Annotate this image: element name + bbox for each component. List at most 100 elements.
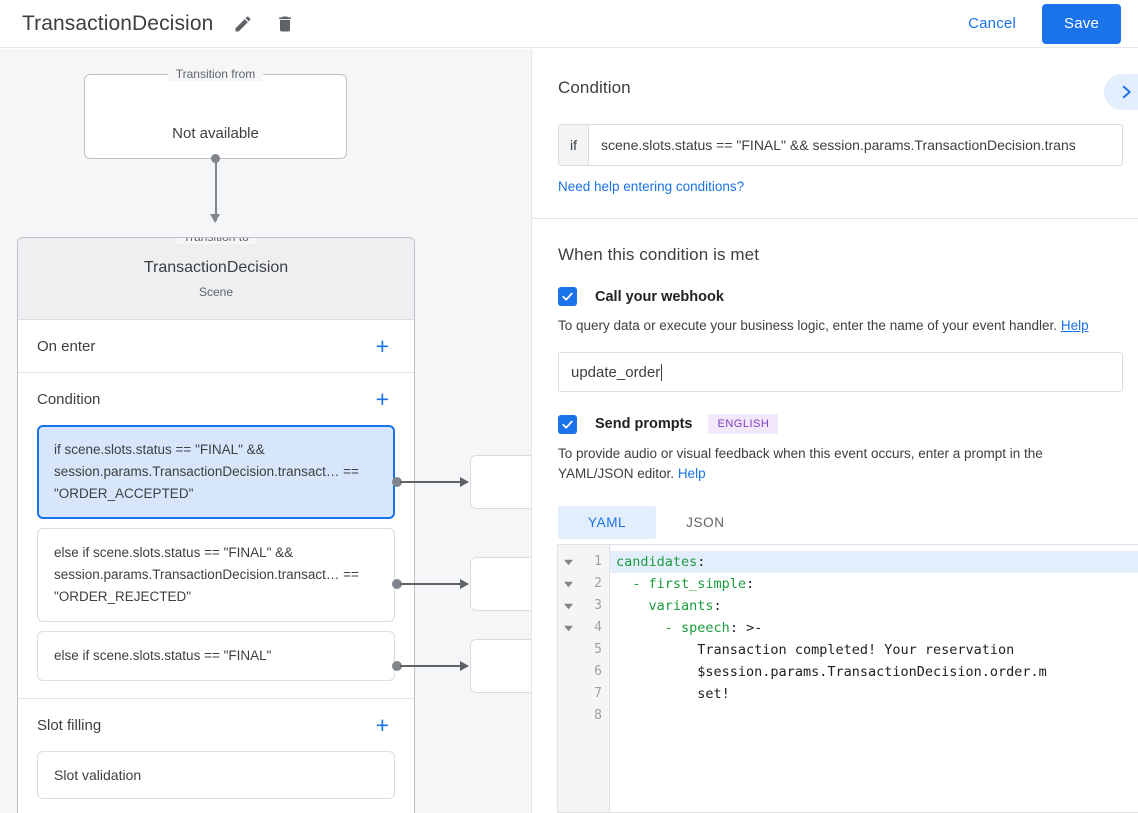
editor-code-area[interactable]: candidates: - first_simple: variants: - … [610, 545, 1138, 812]
code-line-6[interactable]: $session.params.TransactionDecision.orde… [610, 661, 1138, 683]
caret-down-icon [564, 559, 573, 565]
code-rest-7: set! [697, 686, 730, 702]
caret-down-icon [564, 581, 573, 587]
code-indent-5 [616, 642, 697, 658]
connector-line-3 [400, 665, 462, 667]
code-indent-7 [616, 686, 697, 702]
tab-yaml[interactable]: YAML [558, 506, 657, 539]
send-prompts-checkbox[interactable] [558, 414, 577, 434]
call-webhook-row: Call your webhook [558, 287, 1112, 306]
condition-help-link[interactable]: Need help entering conditions? [558, 179, 745, 194]
prompts-help-link[interactable]: Help [677, 466, 706, 481]
language-badge: ENGLISH [708, 414, 779, 434]
if-label: if [559, 125, 589, 165]
line-number: 3 [594, 598, 602, 613]
tab-json[interactable]: JSON [686, 515, 725, 530]
add-on-enter-button[interactable]: + [375, 332, 389, 359]
prompts-description-text: To provide audio or visual feedback when… [558, 446, 1043, 481]
condition-item-final[interactable]: else if scene.slots.status == "FINAL" [37, 631, 395, 681]
editor-fold-column [558, 545, 579, 812]
caret-down-icon [564, 603, 573, 609]
editor-format-tabs: YAML JSON [558, 506, 1112, 539]
condition-if-row[interactable]: if scene.slots.status == "FINAL" && sess… [558, 124, 1123, 166]
connector-arrowhead-2 [460, 579, 469, 589]
divider [18, 372, 414, 373]
code-line-7[interactable]: set! [610, 683, 1138, 705]
connector-dot-condition-3 [392, 661, 402, 671]
check-icon [562, 420, 573, 429]
line-number: 2 [594, 576, 602, 591]
fold-toggle-1[interactable] [558, 551, 579, 573]
target-node-3[interactable] [470, 639, 531, 693]
fold-toggle-4[interactable] [558, 617, 579, 639]
code-indent-3 [616, 598, 649, 614]
code-line-5[interactable]: Transaction completed! Your reservation [610, 639, 1138, 661]
call-webhook-label: Call your webhook [595, 288, 724, 305]
code-line-2[interactable]: - first_simple: [610, 573, 1138, 595]
transition-to-card: Transition to TransactionDecision Scene … [17, 237, 415, 813]
section-on-enter: On enter + [18, 320, 414, 372]
line-number: 8 [594, 708, 602, 723]
connector-arrowhead-1 [460, 477, 469, 487]
code-rest-3: : [713, 598, 722, 614]
collapse-panel-button[interactable] [1104, 74, 1138, 110]
flow-canvas[interactable]: Transition from Not available Transition… [0, 49, 531, 813]
editor-gutter: 1 2 3 4 5 6 7 8 [579, 545, 610, 812]
connector-arrowhead-down [210, 214, 220, 223]
pencil-icon[interactable] [231, 12, 255, 36]
webhook-description: To query data or execute your business l… [558, 316, 1112, 336]
transition-from-legend: Transition from [167, 67, 264, 81]
divider [18, 698, 414, 699]
line-number: 5 [594, 642, 602, 657]
trash-icon[interactable] [273, 12, 297, 36]
add-slot-filling-button[interactable]: + [375, 711, 389, 738]
top-app-bar: TransactionDecision Cancel Save [0, 0, 1138, 48]
target-node-1[interactable] [470, 455, 531, 509]
condition-input[interactable]: scene.slots.status == "FINAL" && session… [601, 137, 1076, 153]
cancel-button[interactable]: Cancel [956, 7, 1028, 40]
yaml-editor[interactable]: 1 2 3 4 5 6 7 8 candidates: - first_simp… [557, 544, 1138, 813]
save-button[interactable]: Save [1042, 3, 1121, 44]
transition-from-box: Transition from Not available [84, 67, 347, 159]
code-indent-6 [616, 664, 697, 680]
condition-item-accepted[interactable]: if scene.slots.status == "FINAL" && sess… [37, 425, 395, 519]
add-condition-button[interactable]: + [375, 385, 389, 412]
connector-line-vertical [215, 159, 217, 221]
fold-toggle-3[interactable] [558, 595, 579, 617]
code-indent-2 [616, 576, 632, 592]
webhook-help-link[interactable]: Help [1060, 318, 1089, 333]
prompts-description: To provide audio or visual feedback when… [558, 444, 1112, 484]
code-line-4[interactable]: - speech: >- [610, 617, 1138, 639]
webhook-handler-input[interactable]: update_order [558, 352, 1123, 392]
target-node-2[interactable] [470, 557, 531, 611]
call-webhook-checkbox[interactable] [558, 287, 577, 306]
webhook-handler-value: update_order [571, 363, 661, 381]
section-slot-filling: Slot filling + [18, 699, 414, 751]
slot-validation-item[interactable]: Slot validation [37, 751, 395, 799]
code-line-1[interactable]: candidates: [610, 551, 1138, 573]
page-title: TransactionDecision [22, 11, 214, 35]
code-indent-4 [616, 620, 665, 636]
chevron-right-icon [1122, 85, 1131, 99]
connector-arrowhead-3 [460, 661, 469, 671]
transition-to-subtitle: Scene [198, 285, 234, 299]
condition-item-rejected[interactable]: else if scene.slots.status == "FINAL" &&… [37, 528, 395, 622]
line-number: 4 [594, 620, 602, 635]
code-key-4: - speech [664, 620, 730, 636]
code-line-3[interactable]: variants: [610, 595, 1138, 617]
section-condition: Condition + [18, 373, 414, 425]
line-number: 7 [594, 686, 602, 701]
panel-divider [532, 218, 1138, 219]
connector-line-1 [400, 481, 462, 483]
caret-down-icon [564, 625, 573, 631]
code-line-8[interactable] [610, 705, 1138, 727]
send-prompts-label: Send prompts [595, 416, 693, 432]
transition-to-name: TransactionDecision [143, 259, 289, 276]
line-number: 6 [594, 664, 602, 679]
send-prompts-row: Send prompts ENGLISH [558, 414, 1112, 434]
section-label-condition: Condition [37, 390, 101, 408]
webhook-description-text: To query data or execute your business l… [558, 318, 1058, 333]
when-met-title: When this condition is met [558, 245, 760, 264]
fold-toggle-2[interactable] [558, 573, 579, 595]
slot-filling-list: Slot validation [18, 751, 414, 809]
